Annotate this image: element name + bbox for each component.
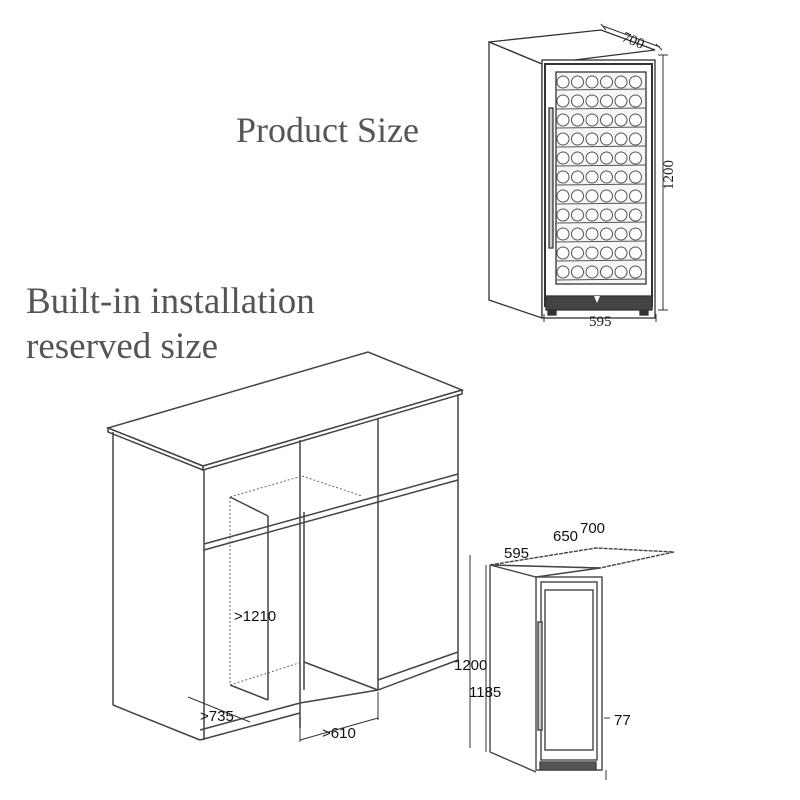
appliance-height-total-label: 1200 — [454, 657, 487, 674]
product-height-label: 1200 — [661, 160, 677, 190]
appliance-depth-total-label: 700 — [580, 520, 605, 537]
kitchen-cabinet — [105, 351, 465, 741]
product-dimension-lines — [543, 23, 668, 322]
appliance-height-body-label: 1185 — [469, 684, 501, 701]
appliance-depth-body-label: 650 — [553, 528, 578, 545]
appliance-dimension-lines — [469, 555, 610, 780]
niche-width-label: >610 — [322, 725, 356, 742]
bottle-shelves — [555, 75, 647, 281]
builtin-heading-line2: reserved size — [26, 326, 219, 367]
wine-cooler-builtin — [489, 547, 675, 773]
builtin-heading-line1: Built-in installation — [26, 281, 315, 322]
appliance-foot-height-label: 77 — [614, 712, 631, 729]
niche-dashed-outline — [229, 475, 363, 686]
appliance-width-label: 595 — [504, 545, 529, 562]
niche-height-label: >1210 — [234, 608, 276, 625]
product-depth-label: 700 — [620, 30, 647, 53]
niche-depth-label: >735 — [200, 708, 234, 725]
product-width-label: 595 — [589, 314, 612, 330]
product-size-heading: Product Size — [236, 110, 419, 150]
cabinet-dimension-lines — [187, 692, 379, 742]
